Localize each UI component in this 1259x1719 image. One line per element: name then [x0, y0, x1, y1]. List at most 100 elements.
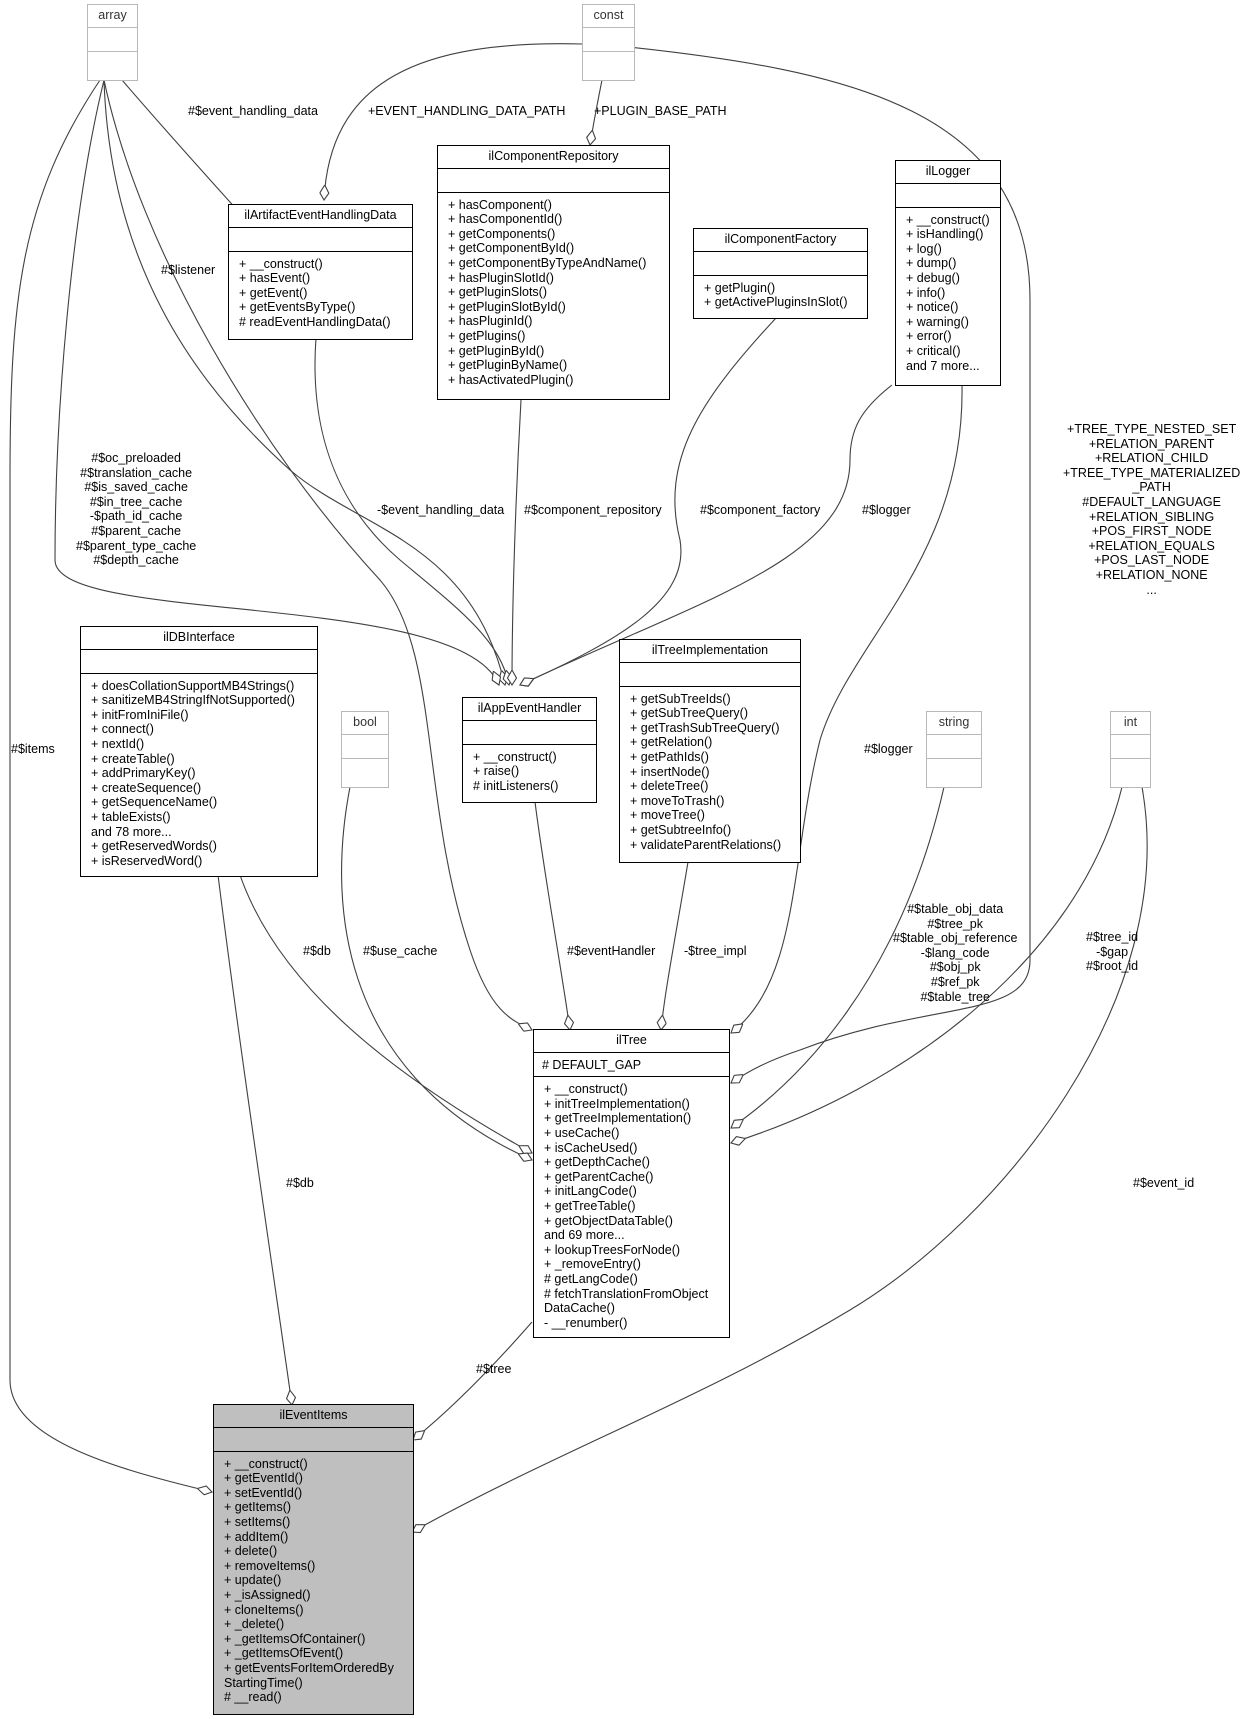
class-ilComponentRepository[interactable]: ilComponentRepository + hasComponent()+ …: [437, 145, 670, 400]
edge-label-line: +RELATION_SIBLING: [1089, 509, 1215, 524]
member-line: + getReservedWords(): [91, 839, 217, 854]
edge-int-tree: [731, 786, 1123, 1143]
member-line: + isReservedWord(): [91, 853, 203, 868]
member-line: + useCache(): [544, 1125, 620, 1140]
methods-section: [583, 50, 634, 75]
class-title: ilLogger: [925, 164, 971, 178]
class-ilArtifactEventHandlingData[interactable]: ilArtifactEventHandlingData + __construc…: [228, 204, 413, 340]
class-ilComponentFactory[interactable]: ilComponentFactory + getPlugin()+ getAct…: [693, 228, 868, 319]
edge-label-tree-impl: -$tree_impl: [684, 944, 747, 959]
member-line: + critical(): [906, 343, 961, 358]
edge-label-line: #$oc_preloaded: [91, 451, 181, 465]
edge-label-component-factory: #$component_factory: [700, 503, 820, 518]
edge-label-plugin-base-path: +PLUGIN_BASE_PATH: [594, 104, 727, 119]
methods-section: + doesCollationSupportMB4Strings()+ sani…: [81, 672, 317, 873]
member-line: + hasPluginSlotId(): [448, 270, 554, 285]
edge-label-line: #$db: [286, 1176, 314, 1190]
member-line: + addPrimaryKey(): [91, 766, 196, 781]
edge-label-line: #$event_id: [1133, 1176, 1195, 1190]
member-line: + getEventsByType(): [239, 300, 356, 315]
member-line: + tableExists(): [91, 809, 171, 824]
edge-label-private-event-handling-data: -$event_handling_data: [377, 503, 504, 518]
member-line: + moveToTrash(): [630, 793, 725, 808]
class-string[interactable]: string: [926, 711, 982, 788]
edge-label-line: +POS_LAST_NODE: [1094, 553, 1210, 568]
edge-label-line: #$event_handling_data: [188, 104, 318, 118]
member-line: + hasPluginId(): [448, 314, 533, 329]
edge-logger-handler: [520, 384, 893, 685]
member-line: + getSubtreeInfo(): [630, 822, 732, 837]
member-line: + getParentCache(): [544, 1169, 654, 1184]
class-title: array: [98, 8, 127, 22]
member-line: + getDepthCache(): [544, 1155, 650, 1170]
class-ilLogger[interactable]: ilLogger + __construct()+ isHandling()+ …: [895, 160, 1001, 386]
edge-label-tree-db: #$db: [303, 944, 331, 959]
edge-label-event-handling-data: #$event_handling_data: [188, 104, 318, 119]
edge-label-line: #$obj_pk: [929, 960, 981, 975]
class-title: ilComponentFactory: [724, 232, 837, 246]
member-line: + delete(): [224, 1544, 278, 1559]
member-line: + _getItemsOfEvent(): [224, 1646, 344, 1661]
edge-impl-tree: [661, 861, 689, 1030]
member-line: + hasComponent(): [448, 197, 552, 212]
edge-label-line: +RELATION_PARENT: [1088, 436, 1215, 451]
class-ilTree[interactable]: ilTree # DEFAULT_GAP + __construct()+ in…: [533, 1029, 730, 1338]
member-line: + connect(): [91, 722, 154, 737]
class-array[interactable]: array: [87, 4, 138, 81]
member-line: + _isAssigned(): [224, 1587, 311, 1602]
class-ilDBInterface[interactable]: ilDBInterface + doesCollationSupportMB4S…: [80, 626, 318, 877]
edge-handler-tree: [534, 801, 570, 1030]
member-line: + getObjectDataTable(): [544, 1213, 673, 1228]
edge-label-line: #$component_factory: [700, 503, 821, 517]
member-line: + getEvent(): [239, 285, 308, 300]
class-title: ilEventItems: [279, 1408, 348, 1422]
class-int[interactable]: int: [1110, 711, 1151, 788]
member-line: + notice(): [906, 300, 959, 315]
edge-label-line: ...: [1146, 582, 1157, 597]
member-line: + initTreeImplementation(): [544, 1096, 690, 1111]
edge-label-line: #$items: [11, 742, 55, 756]
edge-label-event-id: #$event_id: [1133, 1176, 1194, 1191]
member-line: + getItems(): [224, 1500, 292, 1515]
member-line: + validateParentRelations(): [630, 837, 782, 852]
attributes-section: [927, 733, 981, 758]
edge-string-tree: [731, 786, 945, 1128]
edge-label-line: #$is_saved_cache: [84, 480, 188, 495]
class-ilEventItems[interactable]: ilEventItems + __construct()+ getEventId…: [213, 1404, 414, 1715]
member-line: + update(): [224, 1573, 282, 1588]
attributes-section: [463, 719, 596, 744]
methods-section: + __construct()+ initTreeImplementation(…: [534, 1076, 729, 1334]
member-line: + hasActivatedPlugin(): [448, 372, 574, 387]
edge-label-event-handling-data-path: +EVENT_HANDLING_DATA_PATH: [368, 104, 565, 119]
class-title: ilTree: [616, 1033, 647, 1047]
edge-label-line: +RELATION_EQUALS: [1088, 538, 1215, 553]
member-line: + setEventId(): [224, 1485, 303, 1500]
member-line: + getEventId(): [224, 1471, 303, 1486]
member-line: + _delete(): [224, 1617, 285, 1632]
member-line: + getTrashSubTreeQuery(): [630, 720, 780, 735]
member-line: + cloneItems(): [224, 1602, 304, 1617]
member-line: + createSequence(): [91, 780, 202, 795]
class-ilAppEventHandler[interactable]: ilAppEventHandler + __construct()+ raise…: [462, 697, 597, 803]
class-ilTreeImplementation[interactable]: ilTreeImplementation + getSubTreeIds()+ …: [619, 639, 801, 863]
class-bool[interactable]: bool: [341, 711, 389, 788]
edge-array-caches: [54, 79, 499, 685]
attributes-section: [438, 167, 669, 192]
member-line: + isHandling(): [906, 227, 984, 242]
member-line: + isCacheUsed(): [544, 1140, 638, 1155]
edge-label-use-cache: #$use_cache: [363, 944, 437, 959]
edge-array-tree: [103, 79, 532, 1030]
class-title: bool: [353, 715, 377, 729]
class-const[interactable]: const: [582, 4, 635, 81]
edge-label-line: #$ref_pk: [930, 974, 980, 989]
edge-label-items: #$items: [11, 742, 55, 757]
methods-section: [927, 757, 981, 782]
edge-label-tree-caches: #$oc_preloaded#$translation_cache#$is_sa…: [76, 451, 196, 568]
attributes-section: [583, 26, 634, 51]
member-line: + initLangCode(): [544, 1184, 637, 1199]
member-line: + getSubTreeIds(): [630, 691, 731, 706]
edge-label-line: #DEFAULT_LANGUAGE: [1082, 494, 1221, 509]
edge-array-items: [9, 79, 212, 1492]
member-line: + sanitizeMB4StringIfNotSupported(): [91, 693, 295, 708]
